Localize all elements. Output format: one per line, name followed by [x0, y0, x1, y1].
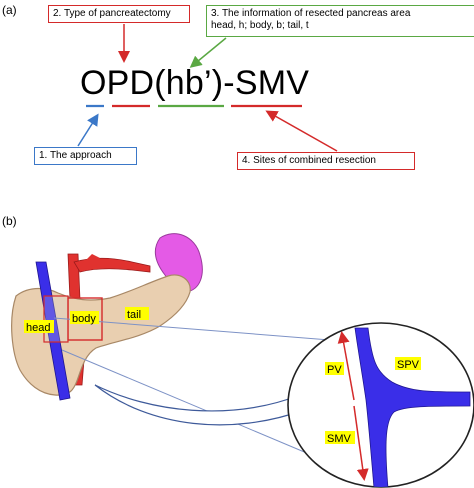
celiac-trunk: [82, 254, 100, 270]
resected-area-box: 3. The information of resected pancreas …: [206, 5, 474, 37]
approach-arrow: [77, 113, 99, 147]
head-label-bg: [24, 320, 54, 333]
head-label: head: [26, 322, 50, 334]
smv-label: SMV: [327, 433, 352, 445]
tail-label-bg: [125, 307, 149, 320]
body-label: body: [72, 313, 96, 325]
combined-resection-arrow: [265, 110, 338, 152]
inset-pointer-upper: [53, 317, 356, 343]
pv-label-bg: [325, 362, 344, 375]
resected-area-arrow: [189, 37, 227, 68]
spv-label: SPV: [397, 359, 420, 371]
pancreatectomy-type-box: 2. Type of pancreatectomy: [48, 5, 190, 23]
pv-resection-arrow: [337, 331, 355, 401]
inset-vein: [354, 327, 471, 487]
pancreas: [11, 274, 191, 396]
body-label-bg: [70, 311, 99, 324]
resected-area-line2: head, h; body, b; tail, t: [211, 20, 309, 31]
spv-label-bg: [395, 357, 421, 370]
nomenclature-formula: OPD(hb’)-SMV: [80, 64, 310, 102]
tail-label: tail: [127, 309, 141, 321]
pv-label: PV: [327, 364, 342, 376]
panel-b-label: (b): [2, 214, 17, 228]
inset-pointer-lower: [61, 349, 348, 471]
combined-resection-box: 4. Sites of combined resection: [237, 152, 415, 170]
smv-resection-arrow: [353, 405, 369, 481]
approach-box: 1. The approach: [34, 147, 137, 165]
smv-label-bg: [325, 431, 355, 444]
resected-area-line1: 3. The information of resected pancreas …: [211, 8, 411, 19]
panel-a-label: (a): [2, 3, 17, 17]
